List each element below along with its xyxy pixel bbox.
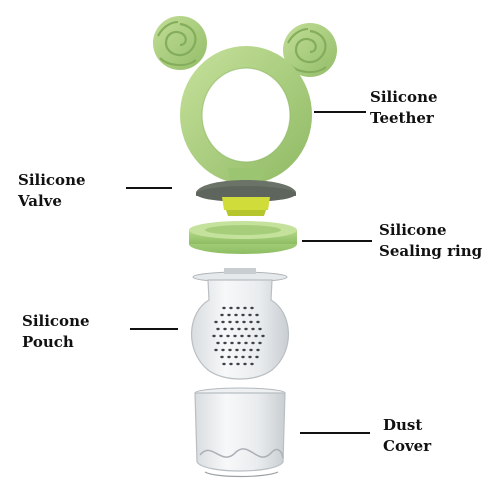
label-line-1: Silicone (370, 88, 438, 106)
pouch-hole (230, 327, 234, 331)
label-line-2: Valve (18, 192, 62, 210)
pouch-hole (227, 355, 231, 359)
pouch-hole (237, 327, 241, 331)
pouch-hole (247, 334, 251, 338)
pouch-hole (221, 320, 225, 324)
pouch-hole (240, 334, 244, 338)
pouch-hole (243, 306, 247, 310)
pouch-hole (235, 320, 239, 324)
pouch-hole (226, 334, 230, 338)
pouch-hole (227, 313, 231, 317)
pouch-hole (214, 320, 218, 324)
pouch-hole (251, 327, 255, 331)
pouch-hole (242, 320, 246, 324)
rose-ear-left (153, 16, 207, 70)
pouch-hole (229, 362, 233, 366)
label-silicone-teether: Silicone Teether (370, 87, 438, 129)
pouch-hole (230, 341, 234, 345)
pouch-hole (214, 348, 218, 352)
silicone-pouch (191, 268, 289, 380)
pouch-hole (248, 355, 252, 359)
label-line-1: Silicone (22, 312, 90, 330)
pouch-hole (244, 341, 248, 345)
pouch-hole (212, 334, 216, 338)
pouch-hole (216, 341, 220, 345)
label-silicone-pouch: Silicone Pouch (22, 311, 90, 353)
pouch-hole (248, 313, 252, 317)
label-dust-cover: Dust Cover (383, 415, 431, 457)
label-line-2: Teether (370, 109, 434, 127)
pouch-hole (237, 341, 241, 345)
pouch-hole (219, 334, 223, 338)
label-line-2: Cover (383, 437, 432, 455)
pouch-hole (220, 355, 224, 359)
pouch-hole (258, 341, 262, 345)
pouch-hole (243, 362, 247, 366)
pouch-hole (236, 362, 240, 366)
pouch-hole (229, 306, 233, 310)
silicone-teether (153, 16, 337, 184)
leader-line-pouch (130, 328, 178, 330)
pouch-hole (235, 348, 239, 352)
label-line-2: Sealing ring (379, 242, 483, 260)
leader-line-teether (314, 111, 366, 113)
pouch-hole (250, 306, 254, 310)
label-silicone-valve: Silicone Valve (18, 170, 86, 212)
pouch-hole (261, 334, 265, 338)
pouch-hole (216, 327, 220, 331)
pouch-hole (223, 341, 227, 345)
pouch-hole (254, 334, 258, 338)
pouch-hole (255, 313, 259, 317)
label-line-1: Silicone (18, 171, 86, 189)
label-line-1: Silicone (379, 221, 447, 239)
pouch-hole (258, 327, 262, 331)
pouch-hole (241, 355, 245, 359)
pouch-hole (223, 327, 227, 331)
silicone-valve (196, 180, 296, 216)
pouch-hole (222, 306, 226, 310)
label-line-2: Pouch (22, 333, 74, 351)
leader-line-valve (126, 187, 172, 189)
pouch-hole (228, 320, 232, 324)
pouch-hole (234, 313, 238, 317)
silicone-sealing-ring (189, 221, 297, 254)
pouch-hole (222, 362, 226, 366)
pouch-hole (251, 341, 255, 345)
pouch-hole (249, 348, 253, 352)
pouch-hole (255, 355, 259, 359)
pouch-hole (256, 320, 260, 324)
pouch-hole (256, 348, 260, 352)
label-silicone-sealing-ring: Silicone Sealing ring (379, 220, 482, 262)
label-line-1: Dust (383, 416, 423, 434)
pouch-hole (242, 348, 246, 352)
pouch-hole (220, 313, 224, 317)
dust-cover (194, 387, 286, 478)
leader-line-dust-cover (300, 432, 370, 434)
pouch-hole (241, 313, 245, 317)
pouch-hole (221, 348, 225, 352)
pouch-hole (234, 355, 238, 359)
pouch-hole (228, 348, 232, 352)
leader-line-sealing-ring (302, 240, 372, 242)
pouch-hole (233, 334, 237, 338)
pouch-hole (236, 306, 240, 310)
pouch-hole (250, 362, 254, 366)
pouch-hole (244, 327, 248, 331)
pouch-hole (249, 320, 253, 324)
